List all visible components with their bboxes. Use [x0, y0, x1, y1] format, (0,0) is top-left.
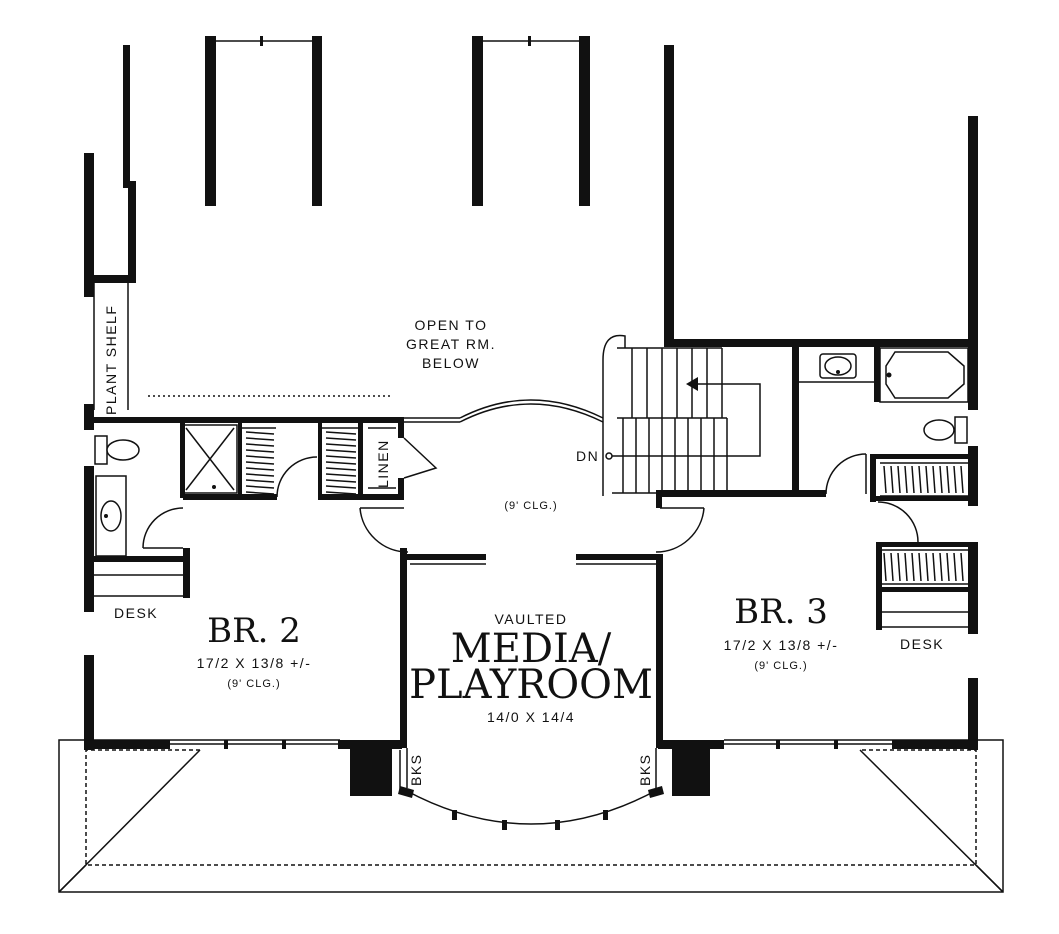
stroke — [325, 473, 357, 477]
stroke — [325, 485, 357, 489]
stroke — [946, 465, 950, 494]
stroke — [911, 465, 915, 494]
bathtub-icon — [885, 351, 965, 399]
stroke — [245, 443, 275, 447]
br3-ceiling: (9' CLG.) — [754, 660, 807, 672]
stroke — [245, 491, 275, 495]
stroke — [897, 465, 901, 494]
open-to-below-label: OPEN TO GREAT RM. BELOW — [406, 317, 496, 371]
stroke — [883, 552, 887, 582]
stroke — [932, 465, 936, 494]
stroke — [932, 552, 936, 582]
arrow-icon — [686, 377, 698, 391]
stroke — [245, 467, 275, 471]
stroke — [245, 461, 275, 465]
br2-name: BR. 2 — [207, 611, 301, 651]
desk-right-label: DESK — [900, 636, 944, 652]
stroke — [245, 479, 275, 483]
stroke — [325, 491, 357, 495]
stroke — [325, 467, 357, 471]
left-closets: LINEN — [238, 423, 438, 500]
stroke — [897, 552, 901, 582]
stroke — [245, 485, 275, 489]
plant-shelf-label: PLANT SHELF — [103, 305, 119, 415]
stroke — [890, 465, 894, 494]
stroke — [946, 552, 950, 582]
stroke — [245, 449, 275, 453]
toilet-icon — [923, 419, 955, 441]
stroke — [925, 552, 929, 582]
stroke — [325, 449, 357, 453]
bedroom-3: BR. 3 17/2 X 13/8 +/- (9' CLG.) — [656, 554, 978, 750]
stroke — [883, 465, 887, 494]
toilet-left-icon — [106, 439, 140, 461]
stroke — [904, 552, 908, 582]
hall: (9' CLG.) — [359, 496, 705, 565]
bedroom-2: BR. 2 17/2 X 13/8 +/- (9' CLG.) — [84, 548, 407, 750]
stroke — [904, 465, 908, 494]
stroke — [325, 479, 357, 483]
open-to-text: OPEN TO — [414, 317, 487, 333]
stroke — [245, 431, 275, 435]
stroke — [960, 465, 964, 494]
br2-ceiling: (9' CLG.) — [227, 678, 280, 690]
stroke — [939, 552, 943, 582]
stroke — [325, 431, 357, 435]
stroke — [325, 461, 357, 465]
br3-name: BR. 3 — [734, 592, 828, 632]
stroke — [953, 552, 957, 582]
media-playroom: VAULTED MEDIA/ PLAYROOM 14/0 X 14/4 BKS … — [350, 611, 710, 830]
media-name-line1: MEDIA/ — [451, 626, 612, 672]
stroke — [245, 473, 275, 477]
right-closets: DESK — [876, 454, 978, 652]
stroke — [960, 552, 964, 582]
sink-left-icon — [100, 500, 122, 532]
stroke — [245, 437, 275, 441]
hall-ceiling-label: (9' CLG.) — [504, 500, 557, 512]
bks-left-label: BKS — [408, 753, 424, 786]
right-bath — [799, 347, 978, 506]
staircase: DN — [576, 334, 826, 497]
stroke — [325, 437, 357, 441]
open-area-walls — [84, 36, 978, 410]
great-rm-text: GREAT RM. — [406, 336, 496, 352]
stroke — [918, 552, 922, 582]
stroke — [939, 465, 943, 494]
below-text: BELOW — [422, 355, 480, 371]
stroke — [925, 465, 929, 494]
stroke — [953, 465, 957, 494]
stroke — [245, 455, 275, 459]
media-name-line2: PLAYROOM — [409, 662, 653, 708]
br2-size: 17/2 X 13/8 +/- — [197, 655, 312, 671]
media-qualifier: VAULTED — [495, 611, 568, 627]
left-bath: DESK — [84, 423, 277, 621]
desk-left-label: DESK — [114, 605, 158, 621]
stroke — [911, 552, 915, 582]
porch-roof — [58, 739, 1004, 893]
stroke — [325, 455, 357, 459]
br3-size: 17/2 X 13/8 +/- — [724, 637, 839, 653]
bks-right-label: BKS — [637, 753, 653, 786]
media-size: 14/0 X 14/4 — [487, 709, 575, 725]
stroke — [890, 552, 894, 582]
linen-label: LINEN — [375, 439, 391, 488]
sink-icon — [824, 356, 852, 376]
stroke — [918, 465, 922, 494]
railing — [84, 395, 604, 423]
stroke — [325, 443, 357, 447]
plant-shelf: PLANT SHELF — [84, 283, 129, 430]
stair-down-label: DN — [576, 448, 599, 464]
